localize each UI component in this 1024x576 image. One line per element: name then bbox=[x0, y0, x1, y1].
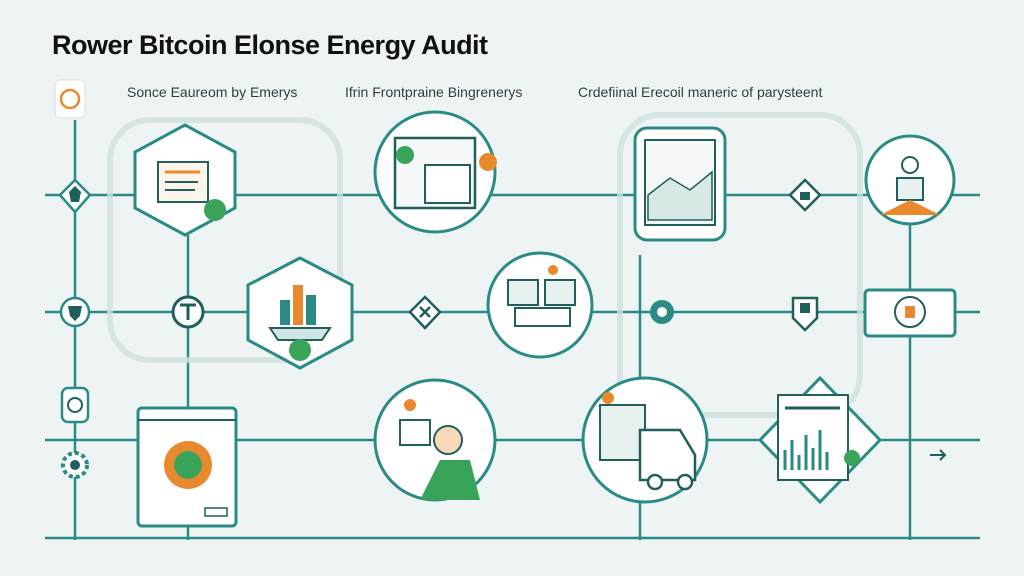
subtitle-1: Sonce Eaureom by Emerys bbox=[127, 84, 298, 100]
landscape-node[interactable] bbox=[633, 126, 727, 242]
window-node[interactable] bbox=[373, 110, 497, 234]
engineer-node[interactable] bbox=[373, 378, 497, 502]
report-chart-node[interactable] bbox=[757, 375, 883, 505]
browser-node[interactable] bbox=[486, 251, 594, 359]
subtitle-2: Ifrin Frontpraine Bingrenerys bbox=[345, 84, 523, 100]
bitcoin-browser-node[interactable] bbox=[136, 406, 238, 528]
home-shield-icon[interactable] bbox=[58, 178, 92, 214]
lock-icon[interactable] bbox=[788, 178, 822, 212]
gear-icon[interactable] bbox=[61, 451, 89, 479]
subtitle-3: Crdefiinal Erecoil maneric of parysteent bbox=[578, 84, 823, 100]
shield-plug-icon[interactable] bbox=[791, 296, 819, 332]
page-title: Rower Bitcoin Elonse Energy Audit bbox=[52, 30, 488, 60]
t-junction-icon[interactable] bbox=[171, 295, 205, 329]
logo-icon bbox=[54, 79, 86, 119]
truck-node[interactable] bbox=[581, 376, 709, 504]
shield-icon[interactable] bbox=[59, 296, 91, 328]
person-node[interactable] bbox=[864, 134, 956, 226]
dashboard-node[interactable] bbox=[863, 288, 957, 338]
chart-node[interactable] bbox=[246, 256, 354, 370]
gauge-icon[interactable] bbox=[60, 386, 90, 424]
arrow-right-icon[interactable] bbox=[930, 449, 947, 461]
document-node[interactable] bbox=[133, 123, 237, 237]
close-x-icon[interactable] bbox=[408, 295, 442, 330]
network-node-icon[interactable] bbox=[650, 300, 674, 324]
